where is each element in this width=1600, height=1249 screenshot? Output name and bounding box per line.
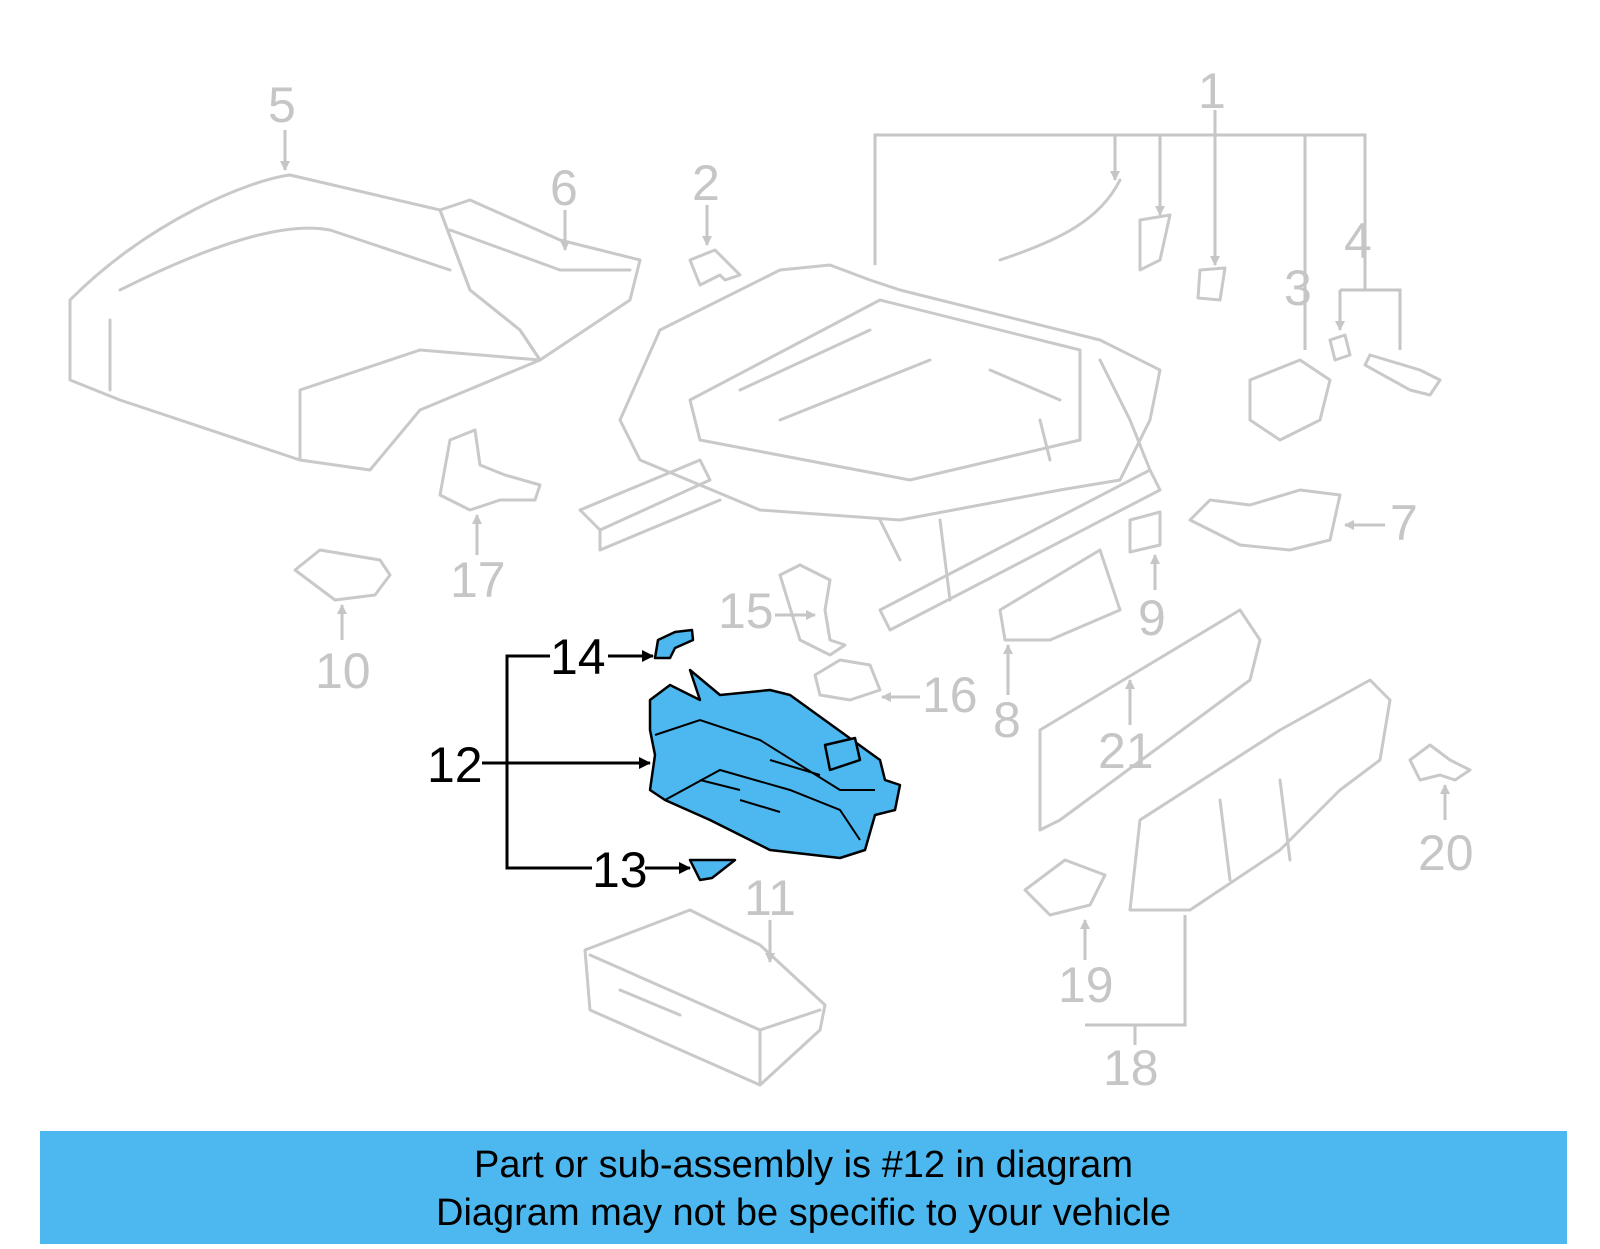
seat-cushion-part-5	[68, 173, 542, 472]
callout-18: 18	[1103, 1040, 1159, 1096]
callout-13: 13	[592, 842, 648, 898]
callout-16: 16	[922, 667, 978, 723]
seat-frame-part-1	[578, 178, 1227, 632]
callout-14: 14	[550, 629, 606, 685]
bolt-part-4	[1328, 333, 1442, 397]
cap-part-19	[1023, 858, 1107, 917]
side-shield-part-18	[1128, 678, 1392, 912]
rail-cover-part-8	[998, 548, 1122, 642]
clip-part-2	[688, 248, 742, 287]
clip-part-20	[1408, 743, 1472, 782]
bracket-part-7	[1188, 488, 1342, 552]
callout-1: 1	[1198, 63, 1226, 119]
callout-19: 19	[1058, 957, 1114, 1013]
wire-part-21	[1038, 608, 1262, 832]
callout-9: 9	[1138, 590, 1166, 646]
callout-numbers: 1 2 3 4 5 6 7 8 9 10 11 12 13 14 15 16 1…	[268, 63, 1474, 1096]
callout-8: 8	[993, 692, 1021, 748]
callout-7: 7	[1390, 495, 1418, 551]
cover-part-16	[813, 658, 882, 702]
seat-trim-part-6	[438, 198, 642, 362]
callout-3: 3	[1284, 260, 1312, 316]
callout-11: 11	[744, 870, 796, 926]
recliner-part-3	[1248, 358, 1332, 442]
highlight-leader-lines	[482, 650, 691, 874]
bracket-part-15	[778, 563, 847, 657]
callout-20: 20	[1418, 825, 1474, 881]
tray-part-11	[583, 908, 827, 1087]
leader-lines	[280, 110, 1450, 1045]
callout-17: 17	[450, 552, 506, 608]
callout-5: 5	[268, 77, 296, 133]
callout-4: 4	[1344, 213, 1372, 269]
info-banner: Part or sub-assembly is #12 in diagram D…	[40, 1131, 1567, 1244]
cover-part-10	[293, 548, 392, 602]
callout-10: 10	[315, 643, 371, 699]
banner-line-1: Part or sub-assembly is #12 in diagram	[474, 1144, 1133, 1186]
highlighted-part-12[interactable]	[648, 628, 902, 882]
callout-15: 15	[718, 583, 774, 639]
callout-6: 6	[550, 160, 578, 216]
bracket-part-17	[438, 428, 542, 512]
callout-2: 2	[692, 155, 720, 211]
cover-part-9	[1128, 510, 1162, 554]
banner-line-2: Diagram may not be specific to your vehi…	[436, 1192, 1171, 1234]
callout-12: 12	[427, 737, 483, 793]
callout-21: 21	[1098, 723, 1154, 779]
